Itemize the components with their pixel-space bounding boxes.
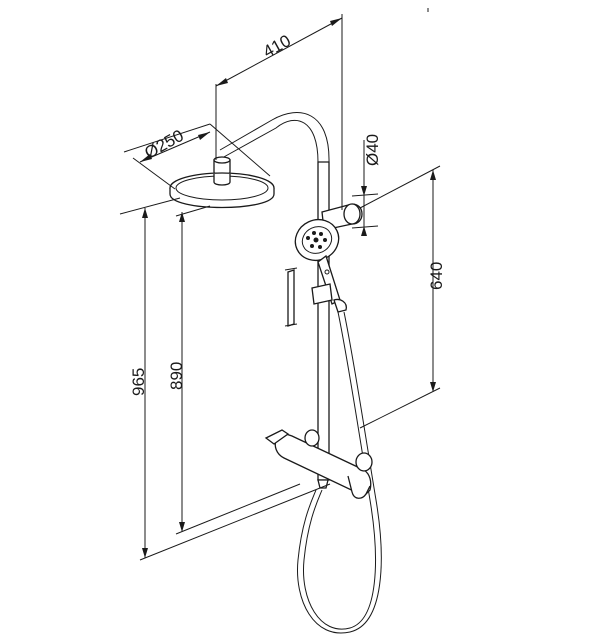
mixer-control	[347, 475, 371, 499]
hose-outer	[302, 311, 376, 630]
wall-bracket	[284, 267, 298, 327]
dimension-label-pipe-diameter: Ø40	[363, 134, 382, 166]
hand-shower-face	[301, 226, 333, 254]
mixer-outlet	[304, 429, 320, 447]
mixer-knob	[355, 452, 373, 472]
dimension-head-height: 890	[167, 205, 301, 535]
dimension-overall-height: 965	[119, 197, 331, 561]
bracket-plate	[287, 269, 295, 327]
dimension-pipe-diameter: Ø40	[351, 134, 382, 236]
bracket-ends	[284, 267, 298, 327]
dimension-label-slide-rail: 640	[427, 262, 446, 290]
handle-button	[324, 269, 330, 275]
riser-pipe	[317, 161, 330, 481]
spray-nozzles	[306, 231, 327, 249]
shower-head-rim	[169, 188, 275, 209]
hand-shower	[294, 218, 347, 313]
head-connector-top	[213, 156, 231, 164]
shower-column	[213, 112, 330, 481]
hand-shower-handle	[317, 254, 341, 305]
dimension-label-arm-reach: 410	[260, 31, 294, 61]
dimension-label-head-height: 890	[167, 362, 186, 390]
thermostatic-mixer	[264, 429, 373, 499]
dimension-label-overall-height: 965	[129, 368, 148, 396]
head-ball-joint	[213, 174, 231, 186]
overhead-arm-inner	[219, 112, 330, 163]
slide-holder	[311, 283, 333, 305]
overhead-arm-outer	[221, 119, 319, 163]
holder-clip	[333, 298, 347, 313]
dimension-slide-rail: 640	[359, 165, 446, 429]
mixer-handle-left	[264, 429, 290, 445]
collar-end	[343, 203, 361, 225]
shower-hose	[296, 311, 382, 634]
dimension-label-head-diameter: Ø250	[141, 126, 187, 163]
rain-shower-head	[169, 172, 275, 209]
hose-inner	[296, 311, 382, 634]
